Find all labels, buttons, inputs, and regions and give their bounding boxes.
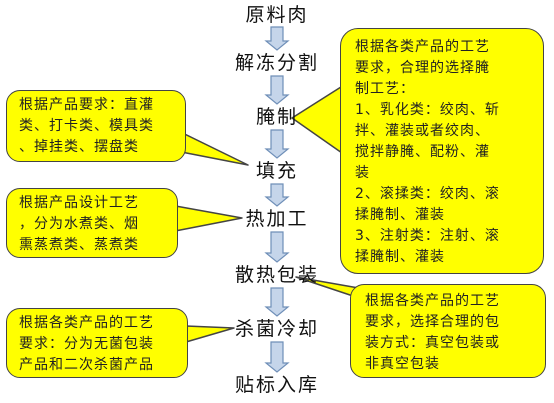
step-fill: 填充 <box>255 160 298 182</box>
note-line: 制工艺： <box>355 81 415 97</box>
down-arrow-5 <box>264 231 290 263</box>
note-line: ，分为水煮类、烟 <box>19 216 139 232</box>
step-raw-meat: 原料肉 <box>245 4 309 26</box>
down-arrow-1 <box>264 26 290 51</box>
note-line: 根据产品设计工艺 <box>19 195 139 211</box>
down-arrow-6 <box>264 287 290 317</box>
down-arrows <box>264 26 290 373</box>
note-line: 2、滚揉类：绞肉、滚 <box>355 186 500 202</box>
note-line: 非真空包装 <box>365 356 440 372</box>
note-line: 要求：分为无菌包装 <box>19 336 154 352</box>
note-line: 要求，选择合理的包 <box>365 314 500 330</box>
step-pickle: 腌制 <box>255 106 298 128</box>
note-line: 1、乳化类：绞肉、斩 <box>355 102 500 118</box>
step-thaw-cut: 解冻分割 <box>234 52 319 74</box>
note-line: 类、打卡类、模具类 <box>19 118 154 134</box>
note-line: 产品和二次杀菌产品 <box>19 357 154 373</box>
step-sterilize-cool: 杀菌冷却 <box>234 318 319 340</box>
note-line: 3、注射类：注射、滚 <box>355 228 500 244</box>
note-line: 要求，合理的选择腌 <box>355 60 490 76</box>
note-line: 根据各类产品的工艺 <box>19 315 154 331</box>
note-line: 装 <box>355 165 370 181</box>
note-line: 装方式：真空包装或 <box>365 335 500 351</box>
step-cool-pack: 散热包装 <box>234 264 319 286</box>
note-line: 揉腌制、灌装 <box>355 249 445 265</box>
note-line: 拌、灌装或者绞肉、 <box>355 123 490 139</box>
down-arrow-2 <box>264 75 290 105</box>
note-sterilization: 根据各类产品的工艺 要求：分为无菌包装 产品和二次杀菌产品 <box>6 308 188 378</box>
note-line: 搅拌静腌、配粉、灌 <box>355 144 490 160</box>
note-heat-processing: 根据产品设计工艺 ，分为水煮类、烟 熏蒸煮类、蒸煮类 <box>6 188 178 258</box>
down-arrow-4 <box>264 183 290 207</box>
step-heat: 热加工 <box>245 208 309 230</box>
note-line: 根据产品要求：直灌 <box>19 97 154 113</box>
down-arrow-3 <box>264 129 290 159</box>
note-filling: 根据产品要求：直灌 类、打卡类、模具类 、掉挂类、摆盘类 <box>6 90 186 162</box>
note-line: 根据各类产品的工艺 <box>365 293 500 309</box>
note-packaging: 根据各类产品的工艺 要求，选择合理的包 装方式：真空包装或 非真空包装 <box>350 284 546 378</box>
note-line: 熏蒸煮类、蒸煮类 <box>19 237 139 253</box>
note-line: 揉腌制、灌装 <box>355 207 445 223</box>
note-line: 根据各类产品的工艺 <box>355 39 490 55</box>
note-pickling: 根据各类产品的工艺 要求，合理的选择腌 制工艺： 1、乳化类：绞肉、斩 拌、灌装… <box>340 28 544 274</box>
down-arrow-7 <box>264 341 290 373</box>
note-line: 、掉挂类、摆盘类 <box>19 139 139 155</box>
step-label-store: 贴标入库 <box>234 374 319 396</box>
